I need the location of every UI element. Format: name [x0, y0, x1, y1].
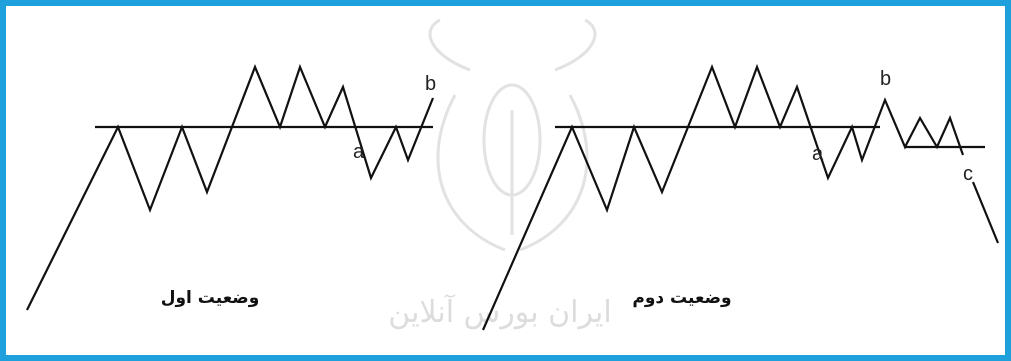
watermark-text: ایران بورس آنلاین — [388, 294, 611, 330]
right-point-b-label: b — [880, 68, 891, 90]
left-point-a-label: a — [353, 141, 365, 163]
diagram-first — [26, 63, 435, 311]
right-point-a-label: a — [812, 143, 824, 165]
right-diagram-label: وضعیت دوم — [632, 288, 731, 308]
watermark-wreath-left — [436, 94, 506, 252]
watermark-wreath-right — [519, 94, 589, 252]
right-price-path — [481, 63, 965, 331]
right-breakdown-line — [971, 181, 1000, 244]
watermark-logo — [428, 18, 597, 252]
watermark-center — [482, 83, 542, 197]
watermark-horn-right — [554, 18, 597, 72]
diagram-second — [481, 63, 1000, 331]
left-price-path — [26, 63, 435, 311]
right-point-c-label: c — [963, 163, 973, 185]
left-point-b-label: b — [425, 73, 436, 95]
watermark-horn-left — [428, 18, 471, 72]
left-diagram-label: وضعیت اول — [161, 288, 260, 308]
